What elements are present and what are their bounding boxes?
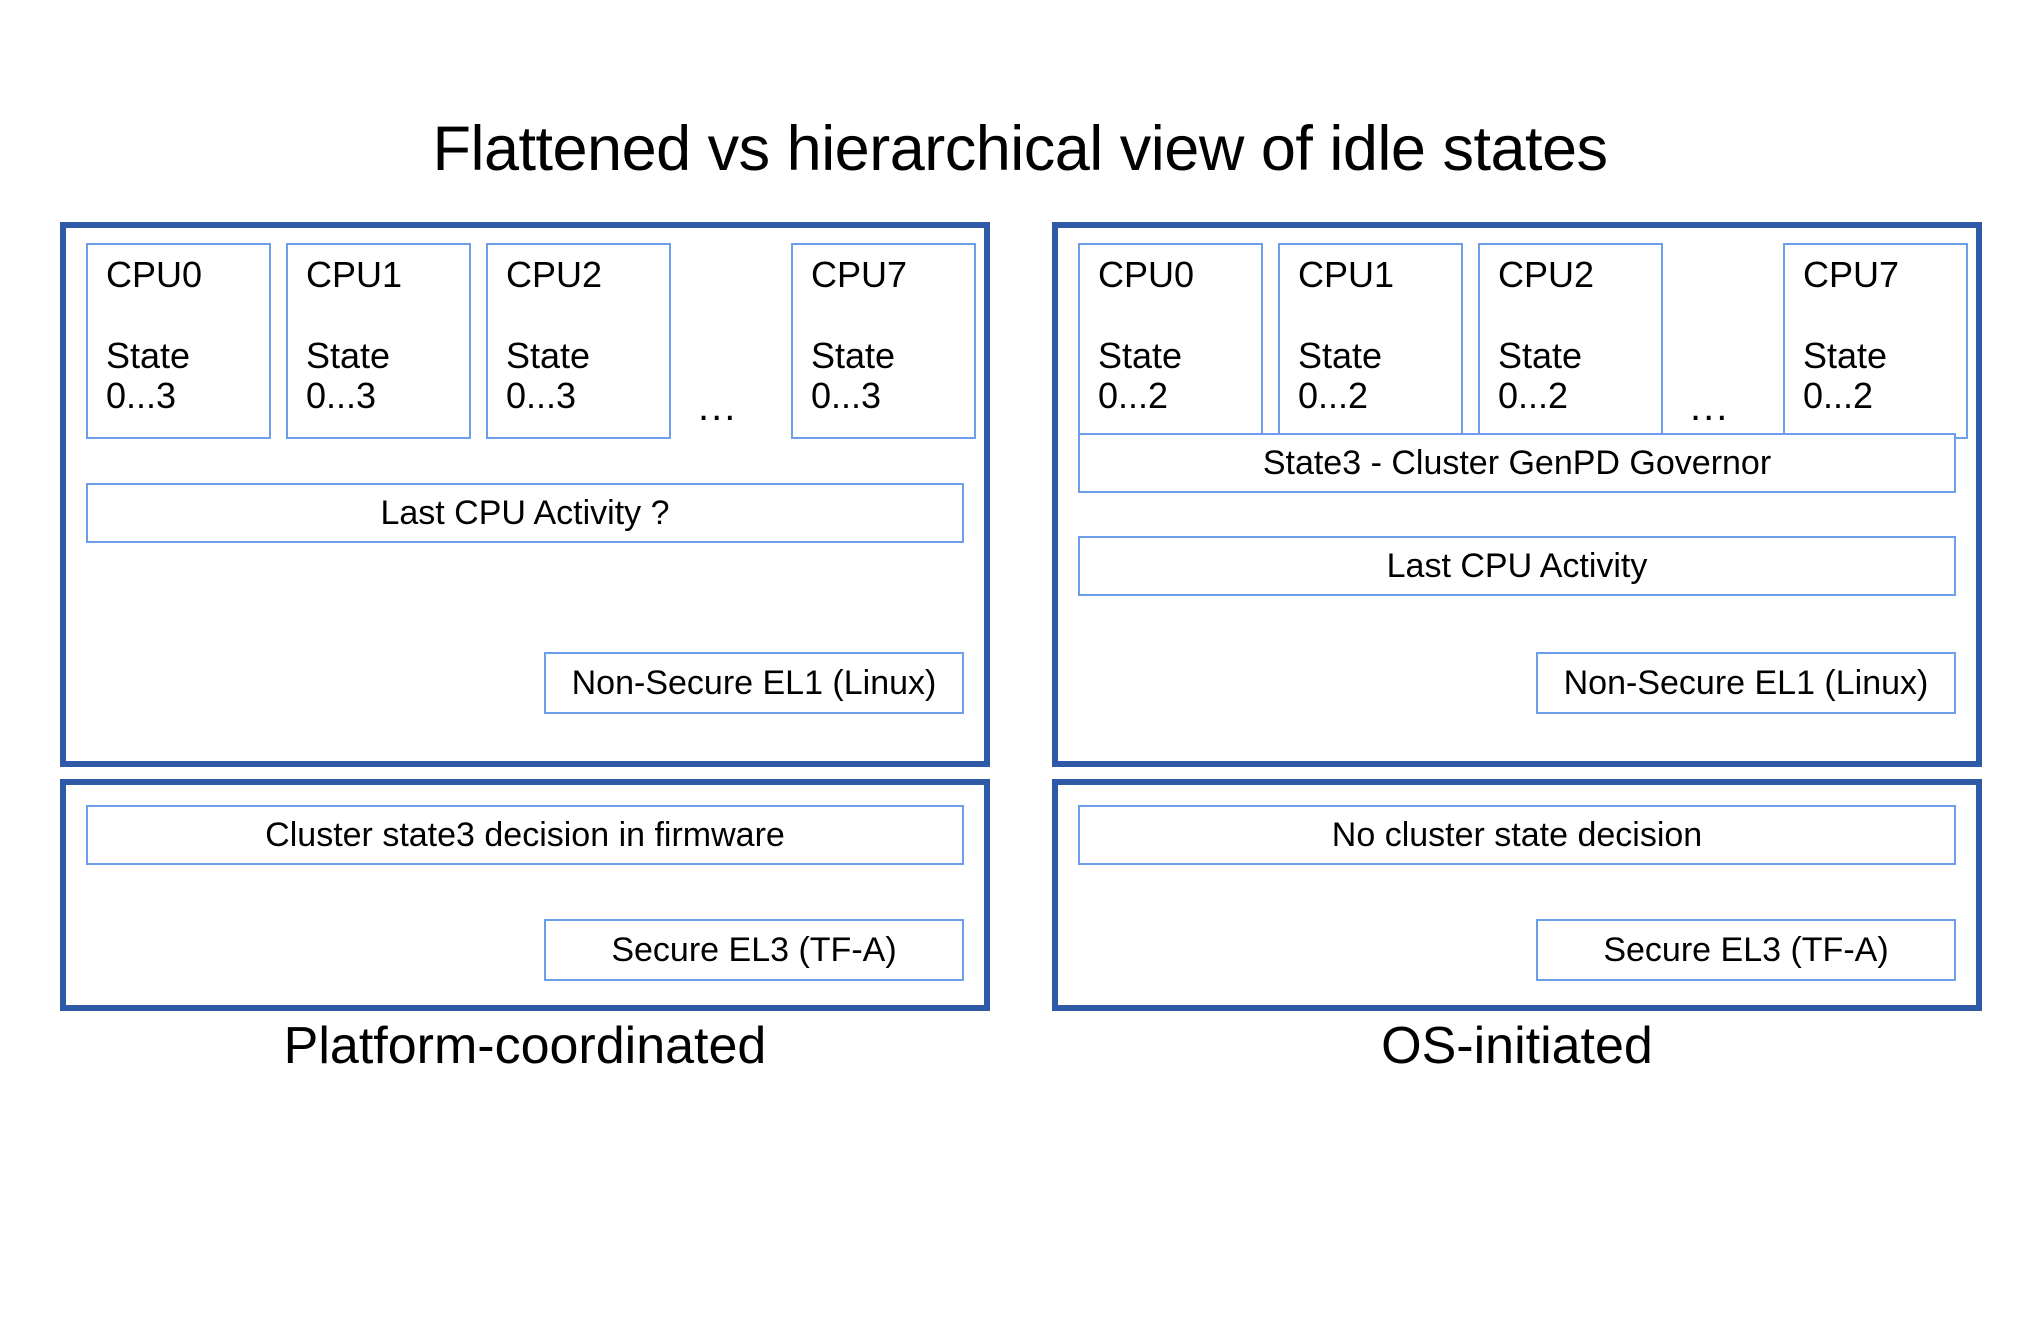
cpu-label: CPU1 bbox=[306, 254, 403, 295]
cpu-state-label: State 0...3 bbox=[106, 335, 191, 417]
cpu-box-cpu1-right[interactable]: CPU1 State 0...2 bbox=[1278, 243, 1463, 439]
cpu-label: CPU0 bbox=[106, 254, 203, 295]
panel-os-initiated: CPU0 State 0...2 CPU1 State 0...2 CPU2 bbox=[1052, 222, 1982, 1011]
cpu-state-label: State 0...2 bbox=[1803, 335, 1888, 417]
caption-platform-coordinated: Platform-coordinated bbox=[283, 1017, 767, 1075]
os-layer-box-right: CPU0 State 0...2 CPU1 State 0...2 CPU2 bbox=[1052, 222, 1982, 767]
panel-platform-coordinated: CPU0 State 0...3 CPU1 State 0...3 CPU2 bbox=[60, 222, 990, 1011]
cpu-box-cpu0-right[interactable]: CPU0 State 0...2 bbox=[1078, 243, 1263, 439]
cpu-label: CPU7 bbox=[811, 254, 908, 295]
cpu-box-cpu7-right[interactable]: CPU7 State 0...2 bbox=[1783, 243, 1968, 439]
cluster-genpd-governor-bar-right[interactable]: State3 - Cluster GenPD Governor bbox=[1078, 433, 1956, 493]
cpu-box-cpu7-left[interactable]: CPU7 State 0...3 bbox=[791, 243, 976, 439]
exception-level-label-right: Non-Secure EL1 (Linux) bbox=[1536, 652, 1956, 714]
cpu-state-label: State 0...3 bbox=[811, 335, 896, 417]
cluster-decision-bar-right[interactable]: No cluster state decision bbox=[1078, 805, 1956, 865]
cpu-state-label: State 0...3 bbox=[506, 335, 591, 417]
cpu-state-label: State 0...2 bbox=[1098, 335, 1183, 417]
cpu-label: CPU7 bbox=[1803, 254, 1900, 295]
cpu-box-cpu2-right[interactable]: CPU2 State 0...2 bbox=[1478, 243, 1663, 439]
cpu-box-cpu0-left[interactable]: CPU0 State 0...3 bbox=[86, 243, 271, 439]
last-cpu-activity-bar-right[interactable]: Last CPU Activity bbox=[1078, 536, 1956, 596]
exception-level-label-left: Non-Secure EL1 (Linux) bbox=[544, 652, 964, 714]
os-layer-box-left: CPU0 State 0...3 CPU1 State 0...3 CPU2 bbox=[60, 222, 990, 767]
cpu-row-right: CPU0 State 0...2 CPU1 State 0...2 CPU2 bbox=[1078, 243, 1968, 439]
cpu-label: CPU0 bbox=[1098, 254, 1195, 295]
cpu-box-cpu2-left[interactable]: CPU2 State 0...3 bbox=[486, 243, 671, 439]
cpu-state-label: State 0...2 bbox=[1498, 335, 1583, 417]
caption-os-initiated: OS-initiated bbox=[1381, 1017, 1653, 1075]
cpu-box-cpu1-left[interactable]: CPU1 State 0...3 bbox=[286, 243, 471, 439]
secure-el3-label-right: Secure EL3 (TF-A) bbox=[1536, 919, 1956, 981]
cpu-label: CPU2 bbox=[1498, 254, 1595, 295]
secure-el3-label-left: Secure EL3 (TF-A) bbox=[544, 919, 964, 981]
cpu-label: CPU2 bbox=[506, 254, 603, 295]
cpu-row-left: CPU0 State 0...3 CPU1 State 0...3 CPU2 bbox=[86, 243, 976, 439]
cpu-label: CPU1 bbox=[1298, 254, 1395, 295]
firmware-layer-box-right: No cluster state decision Secure EL3 (TF… bbox=[1052, 779, 1982, 1011]
cpu-ellipsis-left: ... bbox=[698, 385, 738, 429]
page-title: Flattened vs hierarchical view of idle s… bbox=[432, 114, 1608, 184]
cluster-decision-bar-left[interactable]: Cluster state3 decision in firmware bbox=[86, 805, 964, 865]
cpu-state-label: State 0...3 bbox=[306, 335, 391, 417]
cpu-state-label: State 0...2 bbox=[1298, 335, 1383, 417]
firmware-layer-box-left: Cluster state3 decision in firmware Secu… bbox=[60, 779, 990, 1011]
last-cpu-activity-bar-left[interactable]: Last CPU Activity ? bbox=[86, 483, 964, 543]
cpu-ellipsis-right: ... bbox=[1690, 385, 1730, 429]
